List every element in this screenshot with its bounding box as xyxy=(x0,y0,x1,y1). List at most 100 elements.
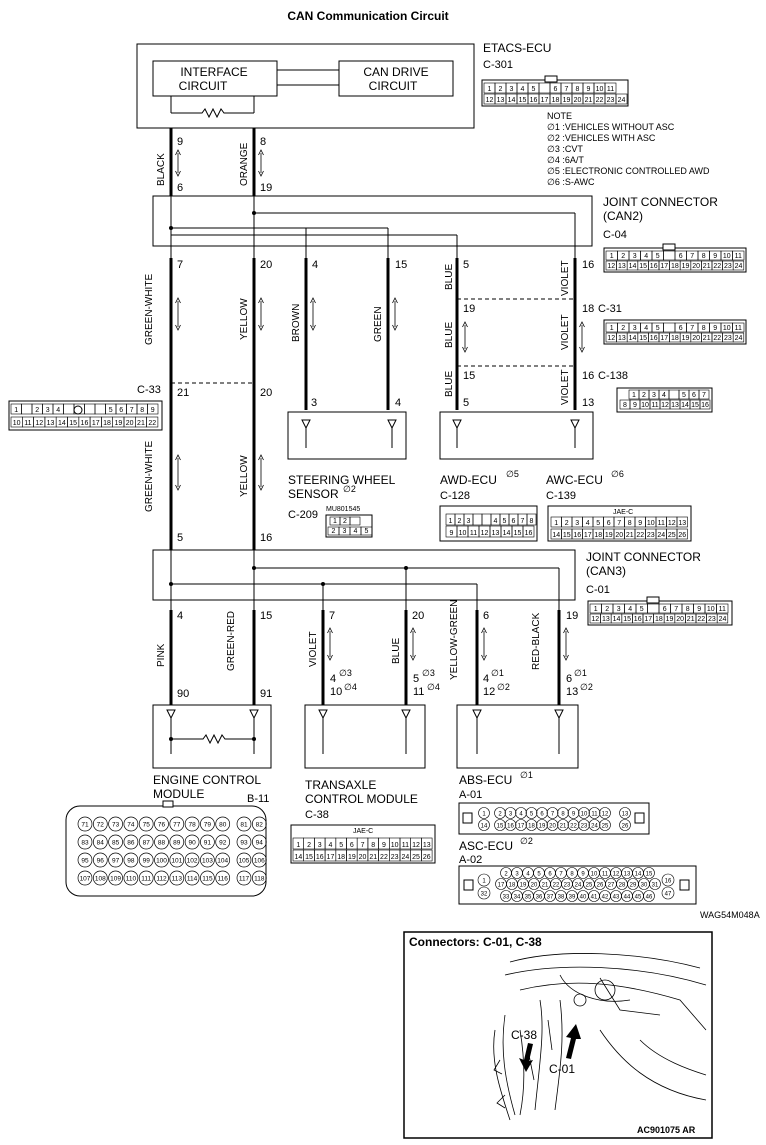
ecm-pin: 72 xyxy=(97,822,105,829)
c138-cell xyxy=(698,389,710,400)
ecm-pin-circle xyxy=(184,834,200,850)
a01-pin: 15 xyxy=(497,824,504,830)
c04-pins-pin: 1 xyxy=(610,253,614,260)
c38-pin: 5 xyxy=(339,842,343,849)
ecm-pin: 74 xyxy=(127,822,135,829)
wire-color-pink: PINK xyxy=(156,643,167,667)
c31-pins-pin: 19 xyxy=(682,335,690,342)
ecm-pin: 102 xyxy=(187,858,198,865)
c138-pin: 8 xyxy=(623,402,627,409)
ecm-label-2: MODULE xyxy=(153,787,204,801)
c31-pins-cell xyxy=(732,332,745,343)
ecm-pin-circle xyxy=(200,870,215,886)
ecm-pin-circle xyxy=(92,852,108,868)
c31-pins-pin: 3 xyxy=(633,325,637,332)
a01-pin-circle xyxy=(567,807,580,819)
ecm-pin-circle xyxy=(169,834,185,850)
c138-pin: 7 xyxy=(702,392,706,399)
a01-key xyxy=(462,812,473,824)
engine-control-module: ENGINE CONTROL MODULE B-11 xyxy=(152,704,272,805)
asc-star: ∅2 xyxy=(520,836,533,846)
a02-pin: 32 xyxy=(481,892,488,898)
etacs-pin: 24 xyxy=(618,97,626,104)
a02-pin: 9 xyxy=(581,872,585,878)
ecm-pin: 92 xyxy=(219,840,227,847)
ecm-pin-circle xyxy=(138,816,154,832)
c33-pin: 13 xyxy=(47,420,55,427)
a01-pin: 9 xyxy=(572,812,576,818)
c38-pin: 9 xyxy=(382,842,386,849)
c04-pins-pin: 14 xyxy=(629,263,637,270)
ecm-pin-circle xyxy=(200,852,215,868)
ecm-pin: 75 xyxy=(143,822,151,829)
can2-pin-16: 16 xyxy=(582,259,594,271)
c33-pin: 22 xyxy=(148,420,156,427)
etacs-pin: 7 xyxy=(565,86,569,93)
c01-pins-pin: 6 xyxy=(663,606,667,613)
ecm-pin: 96 xyxy=(97,858,105,865)
a02-pin: 35 xyxy=(525,895,532,901)
arrow-head-icon xyxy=(327,627,333,634)
c138-pin-16: 16 xyxy=(582,370,594,382)
ecm-pin-circle xyxy=(251,870,267,886)
sensor-pin-3: 3 xyxy=(311,397,317,409)
a02-pin: 27 xyxy=(608,883,615,889)
can3-pin-6: 6 xyxy=(483,610,489,622)
wire-color-blue-2: BLUE xyxy=(444,322,455,348)
c38-pin: 20 xyxy=(359,854,367,861)
c38-pin: 17 xyxy=(327,854,335,861)
ecm-pin-circle xyxy=(154,852,169,868)
etacs-pin: 17 xyxy=(541,97,549,104)
c01-pins-pin: 18 xyxy=(655,616,663,623)
c33-pin: 5 xyxy=(109,407,113,414)
etacs-pin: 13 xyxy=(497,97,505,104)
a02-pin: 25 xyxy=(586,883,593,889)
tcm-pin-5-star: ∅3 xyxy=(422,668,435,678)
c04-pins-pin: 20 xyxy=(692,263,700,270)
note-line-5: ∅5 :ELECTRONIC CONTROLLED AWD xyxy=(547,166,710,176)
c33-pin: 20 xyxy=(126,420,134,427)
c04-pins-pin: 9 xyxy=(713,253,717,260)
ecm-pin-circle xyxy=(215,870,231,886)
c31-pins-pin: 18 xyxy=(671,335,679,342)
c33-pin: 14 xyxy=(58,420,66,427)
a02-pin: 31 xyxy=(652,883,659,889)
a01-pin: 20 xyxy=(549,824,556,830)
can-drive-label-2: CIRCUIT xyxy=(369,79,418,93)
can3-pin-4: 4 xyxy=(177,610,183,622)
a02-pin: 33 xyxy=(503,895,510,901)
c33-pin-21: 21 xyxy=(177,387,189,399)
ecm-pin-circle xyxy=(92,870,108,886)
a02-pin: 26 xyxy=(597,883,604,889)
arrow-head-icon xyxy=(392,297,398,304)
ecm-pin-circle xyxy=(108,816,123,832)
c139-pin: 19 xyxy=(605,532,613,539)
c01-pins-pin: 12 xyxy=(591,616,599,623)
c139-pin: 11 xyxy=(658,520,665,527)
c38-pin: 1 xyxy=(296,842,300,849)
c01-pins-pin: 23 xyxy=(708,616,716,623)
c139-pin: 9 xyxy=(638,520,642,527)
ecm-pin: 110 xyxy=(126,876,137,883)
c38-pin: 24 xyxy=(401,854,409,861)
etacs-pin: 19 xyxy=(563,97,571,104)
c01-pins-pin: 5 xyxy=(640,606,644,613)
ecm-pin: 82 xyxy=(256,822,264,829)
a02-pin-circle xyxy=(661,886,675,900)
note-line-6: ∅6 :S-AWC xyxy=(547,177,595,187)
a02-pin-circle xyxy=(643,890,655,902)
c31-pins-pin: 7 xyxy=(690,325,694,332)
ecm-pin: 117 xyxy=(239,876,250,883)
a02-label: A-02 xyxy=(459,854,482,866)
ecm-pin: 97 xyxy=(112,858,120,865)
can3-pin-20: 20 xyxy=(412,610,424,622)
c33-pin: 15 xyxy=(69,420,77,427)
ecm-pin: 107 xyxy=(80,876,91,883)
ecm-pin: 80 xyxy=(219,822,227,829)
c01-pins-pin: 14 xyxy=(613,616,621,623)
a02-pin: 12 xyxy=(613,872,620,878)
c01-pins-pin: 3 xyxy=(617,606,621,613)
a02-pin-circle xyxy=(661,873,675,887)
c128-pin: 3 xyxy=(467,518,471,525)
